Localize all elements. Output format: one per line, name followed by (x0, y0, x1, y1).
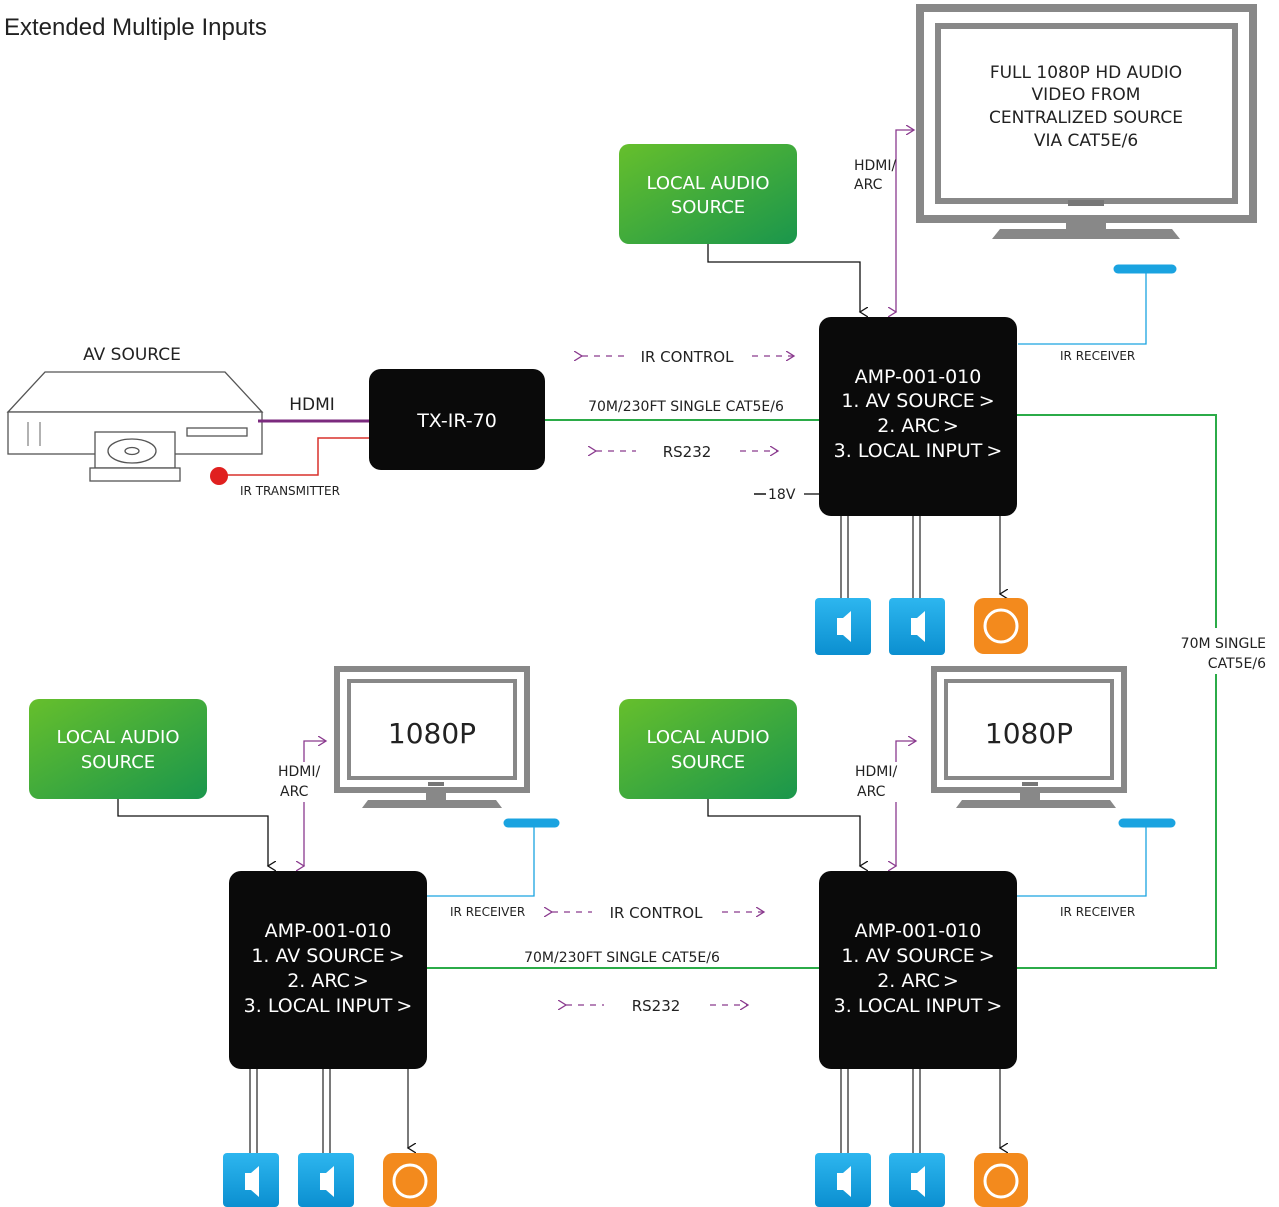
side-run-label-1: 70M SINGLE (1181, 636, 1266, 652)
local-audio-cable-top (707, 244, 860, 312)
amp-left-model: AMP-001-010 (265, 920, 392, 942)
amp-left-in3: 3. LOCAL INPUT> (244, 995, 413, 1017)
hdmi-arc-top-2: ARC (854, 177, 883, 193)
hdmi-label: HDMI (289, 395, 335, 415)
hdmi-arc-right-1: HDMI/ (855, 764, 898, 780)
amp-top: AMP-001-010 1. AV SOURCE> 2. ARC> 3. LOC… (819, 317, 1017, 516)
amp-top-in1: 1. AV SOURCE> (841, 390, 994, 412)
amp-left: AMP-001-010 1. AV SOURCE> 2. ARC> 3. LOC… (229, 871, 427, 1069)
local-audio-source-right: LOCAL AUDIO SOURCE (619, 699, 797, 799)
av-source-label: AV SOURCE (83, 345, 181, 365)
av-source: AV SOURCE (6, 345, 264, 482)
side-run-bg (1160, 628, 1272, 674)
local-audio-right-line2: SOURCE (671, 752, 745, 773)
speaker-icon (889, 598, 945, 655)
amp-right-outputs (840, 1069, 1000, 1153)
amp-top-in3: 3. LOCAL INPUT> (834, 440, 1003, 462)
subwoofer-icon (974, 1153, 1028, 1207)
ir-receiver-cable-right (1017, 826, 1147, 897)
amp-left-in2: 2. ARC> (287, 970, 369, 992)
cat-run-label-bottom: 70M/230FT SINGLE CAT5E/6 (524, 950, 720, 966)
transmitter-box (369, 369, 545, 470)
amp-right-model: AMP-001-010 (855, 920, 982, 942)
main-display-line4: VIA CAT5E/6 (1034, 131, 1138, 151)
main-display-line3: CENTRALIZED SOURCE (989, 108, 1183, 128)
amp-left-in1: 1. AV SOURCE> (251, 945, 404, 967)
amp-top-outputs (840, 516, 1000, 598)
amp-right-in3: 3. LOCAL INPUT> (834, 995, 1003, 1017)
hdmi-arc-right-bg (852, 762, 908, 802)
side-run-label-2: CAT5E/6 (1208, 656, 1266, 672)
ir-receiver-label-top: IR RECEIVER (1060, 349, 1135, 363)
ir-transmitter-label: IR TRANSMITTER (240, 484, 340, 498)
local-audio-left-line1: LOCAL AUDIO (56, 727, 179, 748)
main-display-line2: VIDEO FROM (1032, 85, 1141, 105)
local-audio-cable-left (117, 799, 268, 866)
subwoofer-icon (974, 598, 1028, 654)
amp-top-model: AMP-001-010 (855, 366, 982, 388)
amp-right: AMP-001-010 1. AV SOURCE> 2. ARC> 3. LOC… (819, 871, 1017, 1069)
hdmi-arc-link-top (896, 130, 914, 312)
speaker-icon (815, 1153, 871, 1207)
power-label: 18V (768, 487, 796, 503)
svg-text:IR CONTROL: IR CONTROL (641, 348, 735, 366)
speaker-icon (889, 1153, 945, 1207)
transmitter-label: TX-IR-70 (416, 410, 497, 432)
local-audio-top-line2: SOURCE (671, 197, 745, 218)
cat-run-label-top: 70M/230FT SINGLE CAT5E/6 (588, 399, 784, 415)
local-audio-source-top: LOCAL AUDIO SOURCE (619, 144, 797, 244)
ir-transmitter-dot (210, 467, 228, 485)
rs232-top: RS232 (596, 443, 778, 461)
ir-receiver-label-right: IR RECEIVER (1060, 905, 1135, 919)
speaker-icon (298, 1153, 354, 1207)
amp-left-outputs (249, 1069, 408, 1153)
display-left: 1080P (334, 666, 530, 808)
amp-top-in2: 2. ARC> (877, 415, 959, 437)
local-audio-source-left: LOCAL AUDIO SOURCE (29, 699, 207, 799)
hdmi-arc-top-bg (848, 155, 892, 195)
local-audio-right-line1: LOCAL AUDIO (646, 727, 769, 748)
hdmi-arc-left-2: ARC (280, 784, 309, 800)
ir-receiver-cable-top (1018, 272, 1147, 345)
display-right-label: 1080P (985, 717, 1073, 750)
main-display-line1: FULL 1080P HD AUDIO (990, 63, 1182, 83)
main-display: FULL 1080P HD AUDIO VIDEO FROM CENTRALIZ… (916, 4, 1257, 239)
rs232-bottom: RS232 (566, 997, 748, 1015)
hdmi-arc-link-right (896, 741, 916, 866)
hdmi-arc-left-bg (276, 762, 332, 802)
speaker-icon (815, 598, 871, 655)
svg-text:IR CONTROL: IR CONTROL (610, 904, 704, 922)
speaker-icon (223, 1153, 279, 1207)
amp-right-in2: 2. ARC> (877, 970, 959, 992)
cat-cable-side (1017, 414, 1217, 969)
display-left-label: 1080P (388, 717, 476, 750)
hdmi-arc-link-left (304, 741, 326, 866)
ir-control-bottom: IR CONTROL (552, 904, 764, 922)
local-audio-top-line1: LOCAL AUDIO (646, 173, 769, 194)
page-title: Extended Multiple Inputs (4, 14, 267, 41)
hdmi-arc-left-1: HDMI/ (278, 764, 321, 780)
subwoofer-icon (383, 1153, 437, 1207)
amp-right-in1: 1. AV SOURCE> (841, 945, 994, 967)
svg-text:RS232: RS232 (663, 443, 712, 461)
ir-receiver-cable-left (426, 826, 535, 897)
local-audio-cable-right (707, 799, 860, 866)
ir-control-top: IR CONTROL (582, 348, 794, 366)
svg-text:RS232: RS232 (632, 997, 681, 1015)
ir-receiver-label-left: IR RECEIVER (450, 905, 525, 919)
hdmi-arc-top-1: HDMI/ (854, 158, 897, 174)
display-right: 1080P (931, 666, 1127, 808)
ir-transmitter-cable (220, 437, 370, 476)
disc-player-icon (6, 371, 264, 482)
hdmi-arc-right-2: ARC (857, 784, 886, 800)
local-audio-left-line2: SOURCE (81, 752, 155, 773)
